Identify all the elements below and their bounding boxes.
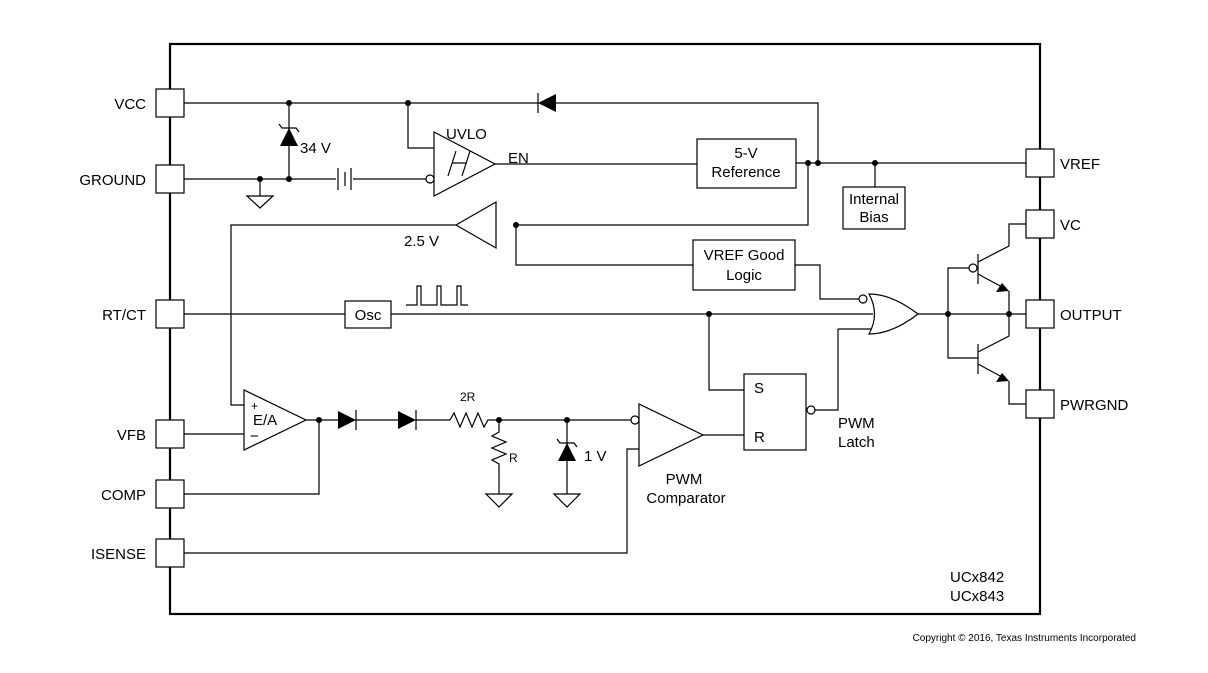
pwm-comparator: PWM Comparator (184, 403, 744, 554)
latch-s-label: S (754, 380, 764, 397)
zener-34v: 34 V (278, 103, 331, 179)
uvlo-comparator: UVLO EN (407, 103, 697, 197)
diode-pair (338, 410, 450, 430)
pin-isense: ISENSE (91, 538, 185, 568)
zener-1v: 1 V (552, 420, 607, 508)
pin-vc-label: VC (1060, 217, 1081, 234)
buffer-2v5: 2.5 V (230, 200, 693, 406)
vref-good-label-2: Logic (726, 267, 762, 284)
reference-label-1: 5-V (734, 145, 757, 162)
battery-icon (337, 168, 426, 190)
chip-outline (168, 42, 1042, 616)
en-label: EN (508, 150, 529, 167)
pin-comp-label: COMP (101, 487, 146, 504)
pwm-comp-label-2: Comparator (646, 490, 725, 507)
ref-2v5-label: 2.5 V (404, 233, 439, 250)
pin-ground-label: GROUND (79, 172, 146, 189)
pin-output: OUTPUT (1025, 299, 1122, 329)
pwm-latch-label-1: PWM (838, 415, 875, 432)
reference-5v-block: 5-V Reference (696, 138, 797, 189)
internal-bias-label-1: Internal (849, 191, 899, 208)
part-number-1: UCx842 (950, 569, 1004, 586)
reference-label-2: Reference (711, 164, 780, 181)
ea-minus-label: − (250, 428, 259, 445)
vcc-diode (537, 93, 556, 113)
oscillator-block: Osc (184, 300, 873, 391)
internal-bias-block: Internal Bias (842, 186, 906, 230)
copyright-text: Copyright © 2016, Texas Instruments Inco… (913, 633, 1136, 644)
pin-pwrgnd: PWRGND (1025, 389, 1128, 419)
resistor-r: R (484, 420, 518, 508)
ground-rail (184, 176, 336, 209)
pin-rtct-label: RT/CT (102, 307, 146, 324)
pin-vc: VC (1025, 209, 1081, 239)
pin-vcc: VCC (114, 88, 185, 118)
pin-ground: GROUND (79, 164, 185, 194)
resistor-r-label: R (509, 451, 518, 465)
resistor-2r-label: 2R (460, 390, 476, 404)
ea-label: E/A (253, 412, 277, 429)
pin-comp: COMP (101, 479, 185, 509)
pulse-waveform-icon (406, 285, 468, 306)
latch-r-label: R (754, 429, 765, 446)
pwm-latch-block: S R PWM Latch (743, 329, 875, 451)
part-number-2: UCx843 (950, 588, 1004, 605)
pin-pwrgnd-label: PWRGND (1060, 397, 1128, 414)
vref-good-logic-block: VREF Good Logic (692, 239, 859, 300)
pin-output-label: OUTPUT (1060, 307, 1122, 324)
pin-vfb: VFB (117, 419, 185, 449)
vref-rail (516, 160, 1026, 226)
pin-vcc-label: VCC (114, 96, 146, 113)
totem-pole-output (947, 223, 1026, 405)
internal-bias-label-2: Bias (859, 209, 888, 226)
zener-1v-label: 1 V (584, 448, 607, 465)
zener-34v-label: 34 V (300, 140, 331, 157)
pwm-latch-label-2: Latch (838, 434, 875, 451)
pin-vref: VREF (1025, 148, 1100, 178)
error-amplifier: + E/A − (184, 389, 338, 495)
uvlo-label: UVLO (446, 126, 487, 143)
osc-label: Osc (355, 307, 382, 324)
ea-plus-label: + (251, 399, 258, 413)
pwm-comp-label-1: PWM (666, 471, 703, 488)
pin-isense-label: ISENSE (91, 546, 146, 563)
pin-vfb-label: VFB (117, 427, 146, 444)
or-gate (838, 293, 1026, 335)
pin-vref-label: VREF (1060, 156, 1100, 173)
vref-good-label-1: VREF Good (704, 247, 785, 264)
resistor-2r: 2R (449, 390, 631, 429)
pin-rtct: RT/CT (102, 299, 185, 329)
